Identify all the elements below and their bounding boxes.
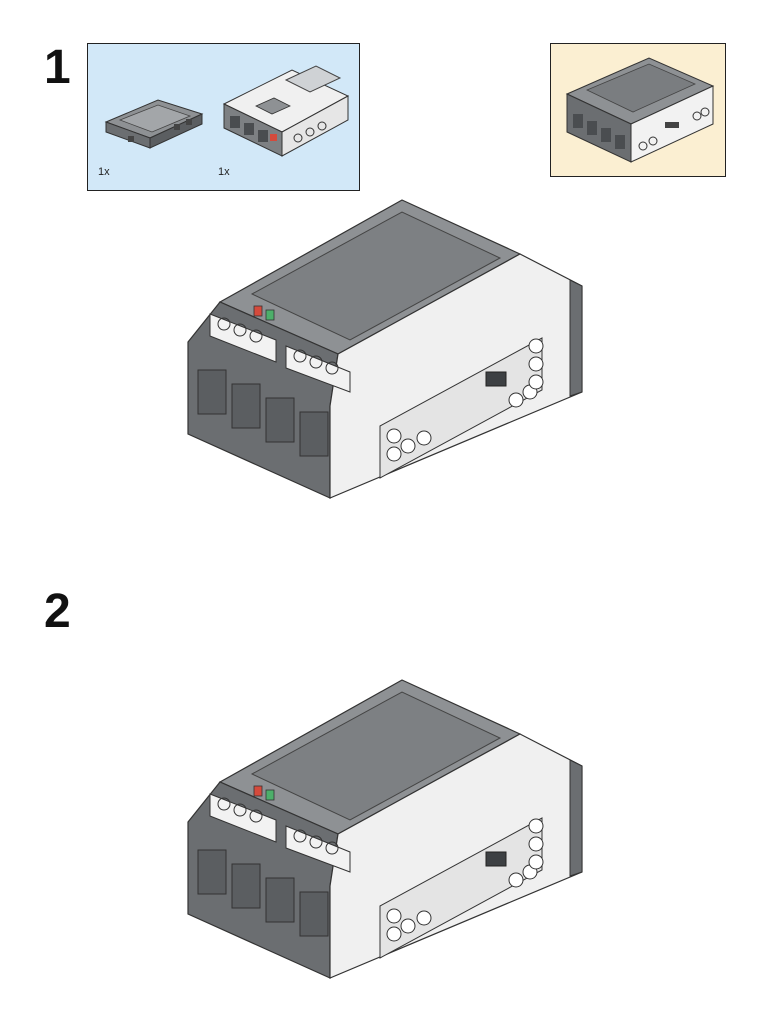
step-2-model-image xyxy=(180,676,590,980)
ev3-brick-part-image xyxy=(222,65,350,157)
sub-assembly-result-box xyxy=(550,43,726,177)
battery-pack-part-image xyxy=(104,99,204,149)
step-1-number: 1 xyxy=(44,41,71,94)
step-1-model-image xyxy=(180,196,590,500)
ev3-brick-qty: 1x xyxy=(218,166,230,178)
parts-list-box: 1x 1x xyxy=(87,43,360,191)
sub-assembly-preview-image xyxy=(565,57,715,163)
step-2-number: 2 xyxy=(44,585,71,638)
battery-pack-qty: 1x xyxy=(98,166,110,178)
